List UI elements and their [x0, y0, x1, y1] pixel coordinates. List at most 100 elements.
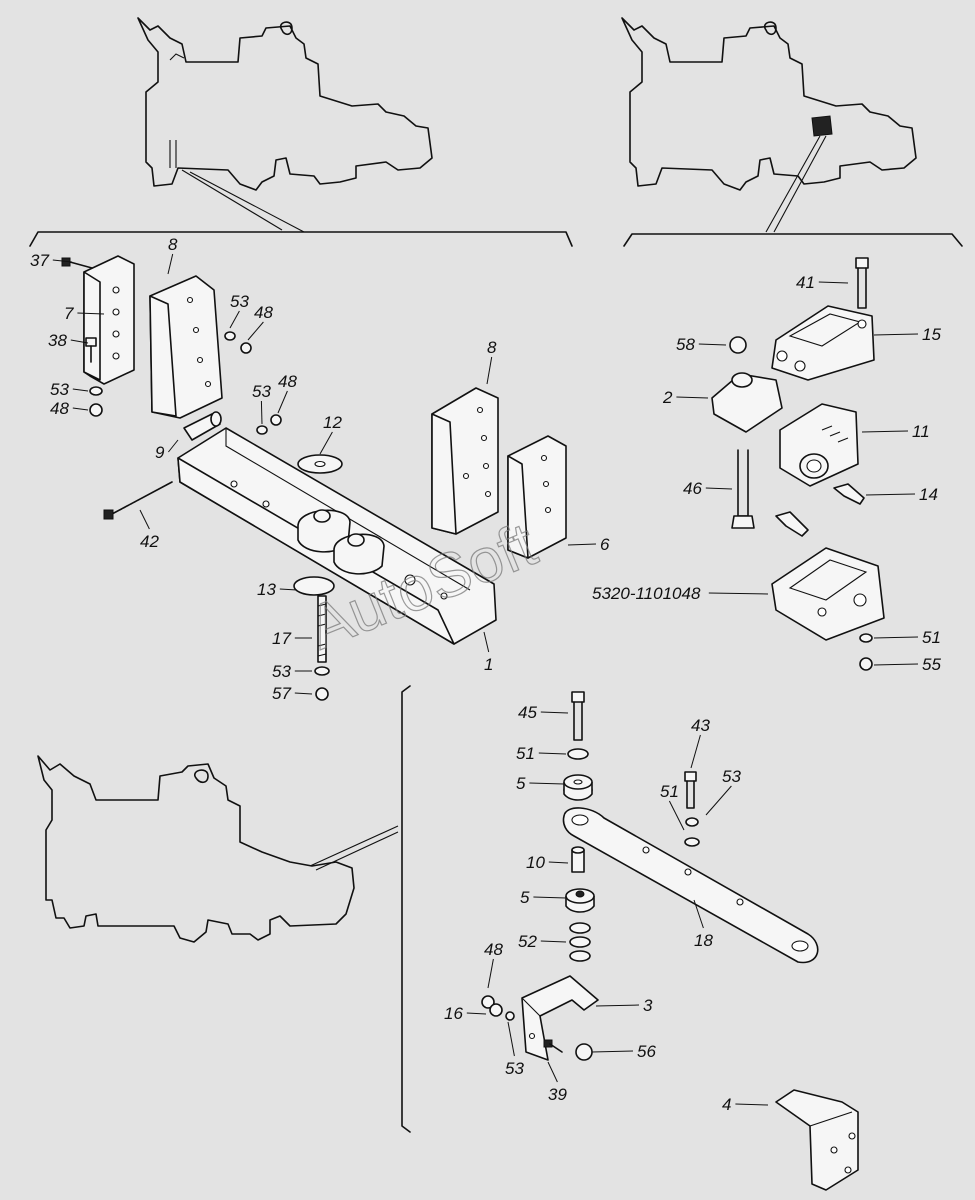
part-label-38: 38 — [48, 331, 67, 350]
leader-line-51 — [668, 800, 685, 831]
part-label-42: 42 — [140, 532, 159, 551]
leader-line-4 — [735, 1103, 769, 1106]
leader-line-3 — [595, 1004, 640, 1007]
part-label-5: 5 — [516, 774, 526, 793]
leader-line-51 — [873, 636, 919, 639]
leader-line-9 — [168, 439, 179, 453]
leader-line-12 — [319, 431, 333, 455]
leader-line-43 — [690, 734, 701, 769]
leader-line-42 — [139, 509, 150, 530]
leader-line-39 — [547, 1061, 558, 1083]
nut-part-56 — [575, 1043, 593, 1061]
sleeve-part-10 — [571, 846, 585, 873]
bolt-part-39 — [543, 1039, 563, 1053]
part-label-10: 10 — [526, 853, 545, 872]
part-label-8: 8 — [168, 235, 178, 254]
leader-line-53 — [260, 400, 263, 425]
washer-part-51-a — [567, 748, 589, 760]
cushion-part-5-upper — [563, 774, 593, 801]
bolt-part-41 — [855, 257, 869, 309]
washer-part-53-bottom — [314, 666, 330, 676]
bolt-part-42 — [103, 481, 173, 520]
leader-line-58 — [698, 343, 727, 346]
leader-line-48 — [277, 390, 288, 414]
leader-line-45 — [540, 711, 569, 714]
part-label-43: 43 — [691, 716, 710, 735]
leader-line-53 — [705, 785, 732, 816]
washer-53-left — [89, 386, 103, 396]
part-label-6: 6 — [600, 535, 610, 554]
washer-53-b — [256, 425, 268, 435]
leader-line-2 — [676, 396, 709, 399]
leader-line-46 — [705, 487, 733, 490]
part-label-51: 51 — [516, 744, 535, 763]
nut-48-b — [270, 414, 282, 426]
group-bracket-front — [29, 231, 573, 247]
plate-part-14 — [833, 483, 865, 505]
nut-part-57 — [315, 687, 329, 701]
leader-line-7 — [77, 312, 105, 315]
leader-line-48 — [247, 321, 264, 341]
part-label-16: 16 — [444, 1004, 463, 1023]
part-label-12: 12 — [323, 413, 342, 432]
washer-part-51-rod — [684, 837, 700, 847]
part-label-11: 11 — [912, 422, 930, 441]
bracket-part-11 — [779, 403, 859, 487]
part-label-41: 41 — [796, 273, 815, 292]
part-label-14: 14 — [919, 485, 938, 504]
part-label-53: 53 — [505, 1059, 524, 1078]
part-callouts: 3773853488534853481298421317535716411558… — [30, 235, 941, 1114]
part-label-9: 9 — [155, 443, 165, 462]
part-label-13: 13 — [257, 580, 276, 599]
leader-line-53 — [229, 310, 240, 329]
bolt-37 — [61, 257, 93, 269]
support-part-8-left — [149, 275, 223, 419]
leader-line-5320-1101048 — [708, 592, 769, 595]
part-label-18: 18 — [694, 931, 713, 950]
part-label-8: 8 — [487, 338, 497, 357]
part-label-7: 7 — [64, 304, 74, 323]
leader-line-5 — [529, 782, 565, 785]
leader-line-53 — [507, 1021, 515, 1057]
washer-part-53-rod — [685, 817, 699, 827]
nut-48-a — [240, 342, 252, 354]
part-label-2: 2 — [662, 388, 673, 407]
washer-53-a — [224, 331, 236, 341]
engine-outline-rear-mount — [621, 17, 917, 233]
part-label-48: 48 — [50, 399, 69, 418]
washer-part-13 — [293, 576, 335, 596]
leader-line-5 — [533, 896, 567, 899]
bolt-part-43 — [684, 771, 697, 809]
part-label-53: 53 — [722, 767, 741, 786]
part-label-51: 51 — [922, 628, 941, 647]
sleeve-part-16 — [489, 1003, 503, 1017]
engine-outline-transmission-mount — [37, 685, 411, 1133]
leader-line-55 — [873, 663, 919, 666]
part-label-37: 37 — [30, 251, 49, 270]
part-label-53: 53 — [50, 380, 69, 399]
part-label-57: 57 — [272, 684, 291, 703]
stud-part-17 — [317, 595, 327, 663]
leader-line-57 — [294, 692, 313, 695]
leader-line-18 — [693, 899, 704, 929]
part-label-4: 4 — [722, 1095, 731, 1114]
part-label-45: 45 — [518, 703, 537, 722]
leader-line-15 — [873, 333, 919, 336]
bracket-assembly-5320-1101048 — [771, 547, 885, 641]
part-label-48: 48 — [484, 940, 503, 959]
plate-part-14-lower — [775, 511, 809, 537]
bolt-38 — [85, 337, 97, 363]
support-part-8-right — [431, 387, 499, 535]
nut-part-55 — [859, 657, 873, 671]
leader-line-1 — [483, 631, 490, 653]
bracket-part-7 — [83, 255, 135, 385]
washer-part-51-rear — [859, 633, 873, 643]
leader-line-8 — [167, 253, 174, 275]
nut-part-58 — [729, 336, 747, 354]
leader-line-38 — [70, 339, 89, 344]
nut-48-left — [89, 403, 103, 417]
part-label-53: 53 — [272, 662, 291, 681]
leader-line-52 — [540, 940, 567, 943]
